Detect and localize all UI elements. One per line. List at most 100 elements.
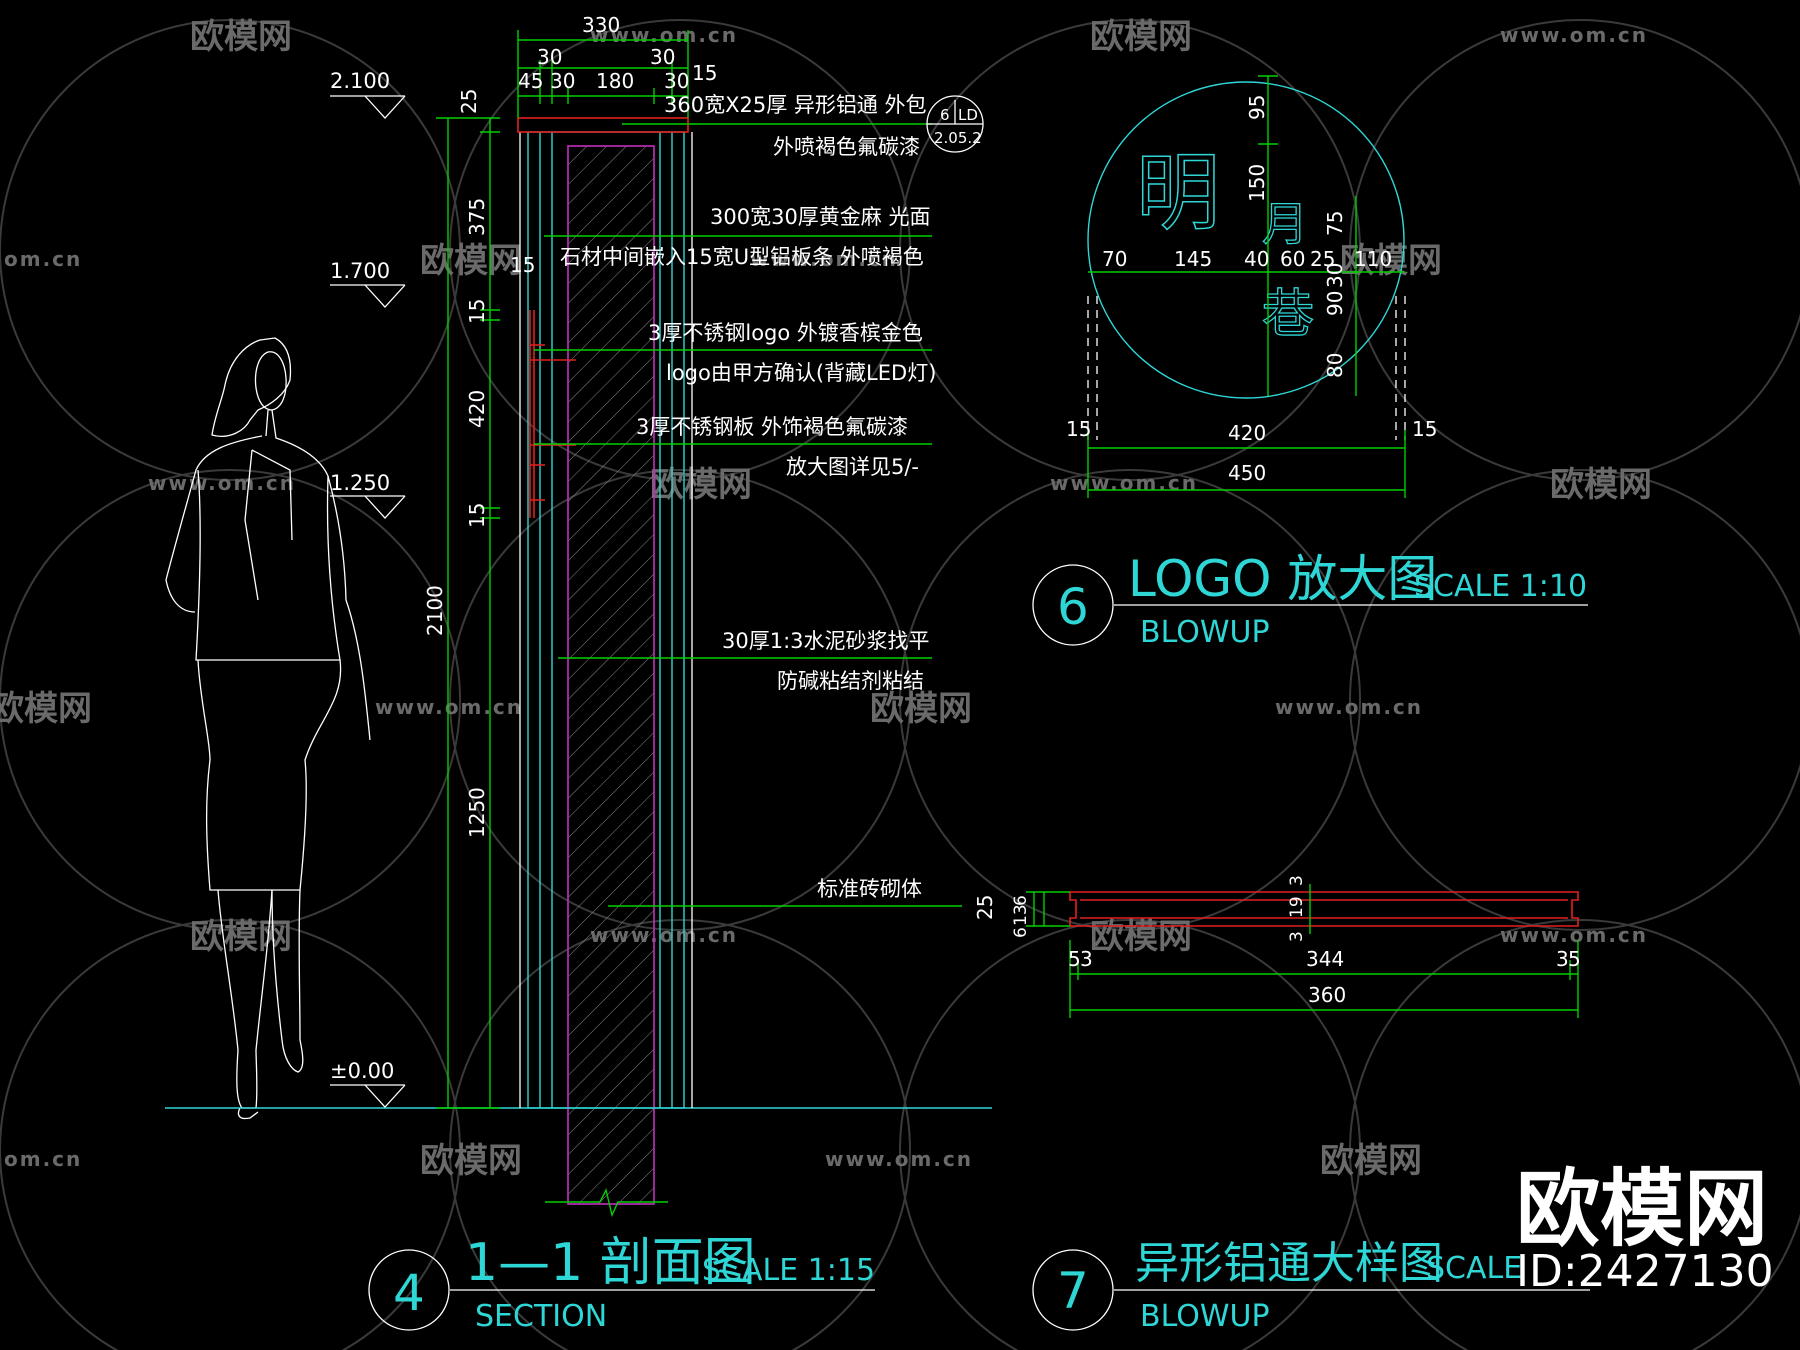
watermark-url: www.om.cn bbox=[1050, 471, 1198, 495]
level-ground: ±0.00 bbox=[330, 1059, 394, 1083]
profile-dim-13: 13 bbox=[1011, 904, 1031, 926]
note-logo-confirm: logo由甲方确认(背藏LED灯) bbox=[666, 361, 936, 385]
left-dimension-lines bbox=[436, 117, 500, 1109]
watermark-brand: 欧模网 bbox=[1090, 917, 1192, 957]
dim-15b: 15 bbox=[465, 503, 489, 528]
note-mortar: 30厚1:3水泥砂浆找平 bbox=[722, 629, 930, 653]
profile-dim-3b: 3 bbox=[1287, 931, 1307, 942]
logo-title-main: LOGO 放大图 bbox=[1128, 550, 1437, 608]
profile-title-scale: SCALE bbox=[1426, 1251, 1522, 1286]
dim-1250: 1250 bbox=[465, 787, 489, 838]
note-alu-profile: 360宽X25厚 异形铝通 外包 bbox=[664, 93, 927, 117]
logo-dim-15-right: 15 bbox=[1412, 417, 1437, 441]
svg-text:LD: LD bbox=[958, 106, 978, 124]
note-logo-steel: 3厚不锈钢logo 外镀香槟金色 bbox=[648, 321, 923, 345]
logo-dimension-lines bbox=[1087, 75, 1406, 498]
level-1250: 1.250 bbox=[330, 471, 390, 495]
logo-title-number: 6 bbox=[1057, 578, 1089, 636]
logo-title-sub: BLOWUP bbox=[1140, 615, 1270, 650]
logo-dim-420: 420 bbox=[1228, 421, 1266, 445]
watermark-brand: 欧模网 bbox=[870, 689, 972, 729]
profile-dim-25: 25 bbox=[973, 895, 997, 920]
note-brick: 标准砖砌体 bbox=[817, 877, 922, 901]
brick-core-outline bbox=[567, 145, 655, 1205]
watermark-url: www.om.cn bbox=[825, 1147, 973, 1171]
alu-profile-outline bbox=[1069, 891, 1579, 927]
top-dimension-lines bbox=[517, 30, 689, 118]
watermark-brand: 欧模网 bbox=[420, 1141, 522, 1181]
profile-title-number: 7 bbox=[1057, 1262, 1089, 1320]
profile-title-sub: BLOWUP bbox=[1140, 1299, 1270, 1334]
detail-reference-bubble: 6 LD 2.05.2 bbox=[926, 95, 984, 153]
section-title-number: 4 bbox=[393, 1264, 425, 1322]
logo-dim-70: 70 bbox=[1102, 247, 1127, 271]
watermark-url-short: om.cn bbox=[4, 1147, 82, 1171]
aluminium-cap bbox=[517, 117, 689, 133]
watermark-brand: 欧模网 bbox=[190, 17, 292, 57]
profile-dim-5b: 5 bbox=[1568, 947, 1581, 971]
watermark-url: www.om.cn bbox=[1500, 23, 1648, 47]
watermark-brand: 欧模网 bbox=[1090, 17, 1192, 57]
logo-dim-450: 450 bbox=[1228, 461, 1266, 485]
dim-420: 420 bbox=[465, 390, 489, 428]
note-steel-plate: 3厚不锈钢板 外饰褐色氟碳漆 bbox=[636, 415, 908, 439]
section-title-block: 4 1—1 剖面图 SCALE 1:15 SECTION bbox=[368, 1233, 875, 1334]
watermark-brand: 欧模网 bbox=[1550, 465, 1652, 505]
dim-375: 375 bbox=[465, 198, 489, 236]
logo-dim-110: 110 bbox=[1354, 247, 1392, 271]
note-alu-finish: 外喷褐色氟碳漆 bbox=[773, 135, 920, 159]
corner-id: ID:2427130 bbox=[1516, 1246, 1774, 1297]
dim-30-d: 30 bbox=[664, 69, 689, 93]
dim-30-c: 30 bbox=[550, 69, 575, 93]
section-title-main: 1—1 剖面图 bbox=[465, 1233, 756, 1293]
logo-glyph-yue: 月 bbox=[1262, 197, 1308, 251]
profile-title-main: 异形铝通大样图 bbox=[1135, 1238, 1443, 1289]
logo-dim-15-left: 15 bbox=[1066, 417, 1091, 441]
dim-330: 330 bbox=[582, 13, 620, 37]
human-figure-outline bbox=[165, 337, 371, 1120]
profile-dim-19: 19 bbox=[1287, 896, 1307, 918]
logo-dim-25: 25 bbox=[1310, 247, 1335, 271]
watermark-brand: 欧模网 bbox=[420, 241, 522, 281]
section-drawing: 330 30 30 45 30 180 30 15 25 375 15 420 … bbox=[368, 13, 984, 1334]
logo-dim-90: 90 bbox=[1323, 291, 1347, 316]
logo-dim-80: 80 bbox=[1323, 353, 1347, 378]
watermark-url: www.om.cn bbox=[1275, 695, 1423, 719]
dim-30-right: 30 bbox=[650, 45, 675, 69]
logo-plate bbox=[529, 310, 576, 518]
note-adhesive: 防碱粘结剂粘结 bbox=[777, 669, 924, 693]
note-blowup-ref: 放大图详见5/- bbox=[786, 455, 919, 479]
watermark-brand: 欧模网 bbox=[1340, 241, 1442, 281]
profile-dim-5a: 5 bbox=[1068, 947, 1081, 971]
profile-dim-6a: 6 bbox=[1011, 895, 1031, 906]
watermark-url: www.om.cn bbox=[375, 695, 523, 719]
logo-dim-75: 75 bbox=[1323, 211, 1347, 236]
logo-dim-145: 145 bbox=[1174, 247, 1212, 271]
logo-title-scale: SCALE 1:10 bbox=[1414, 569, 1587, 604]
dim-45: 45 bbox=[518, 69, 543, 93]
watermark-brand: 欧模网 bbox=[650, 465, 752, 505]
dim-2100: 2100 bbox=[423, 585, 447, 636]
watermark-url: www.om.cn bbox=[148, 471, 296, 495]
profile-title-block: 7 异形铝通大样图 SCALE BLOWUP bbox=[1032, 1238, 1590, 1334]
dim-25: 25 bbox=[457, 89, 481, 114]
profile-dim-3a: 3 bbox=[1287, 875, 1307, 886]
watermark-url-short: om.cn bbox=[4, 247, 82, 271]
svg-text:2.05.2: 2.05.2 bbox=[934, 129, 982, 147]
watermark-url: www.om.cn bbox=[590, 23, 738, 47]
level-2100: 2.100 bbox=[330, 69, 390, 93]
svg-text:6: 6 bbox=[940, 106, 950, 124]
leader-lines bbox=[534, 123, 962, 907]
watermark-brand: 欧模网 bbox=[190, 917, 292, 957]
logo-dim-60: 60 bbox=[1280, 247, 1305, 271]
profile-dim-344: 344 bbox=[1306, 947, 1344, 971]
section-title-sub: SECTION bbox=[475, 1299, 607, 1334]
note-u-strip: 石材中间嵌入15宽U型铝板条 外喷褐色 bbox=[560, 245, 924, 269]
logo-dim-40: 40 bbox=[1244, 247, 1269, 271]
logo-glyph-xiang: 巷 bbox=[1262, 285, 1314, 345]
logo-dim-30: 30 bbox=[1323, 263, 1347, 288]
dim-15a: 15 bbox=[465, 299, 489, 324]
profile-dim-3d: 3 bbox=[1556, 947, 1569, 971]
logo-title-block: 6 LOGO 放大图 SCALE 1:10 BLOWUP bbox=[1032, 550, 1588, 650]
